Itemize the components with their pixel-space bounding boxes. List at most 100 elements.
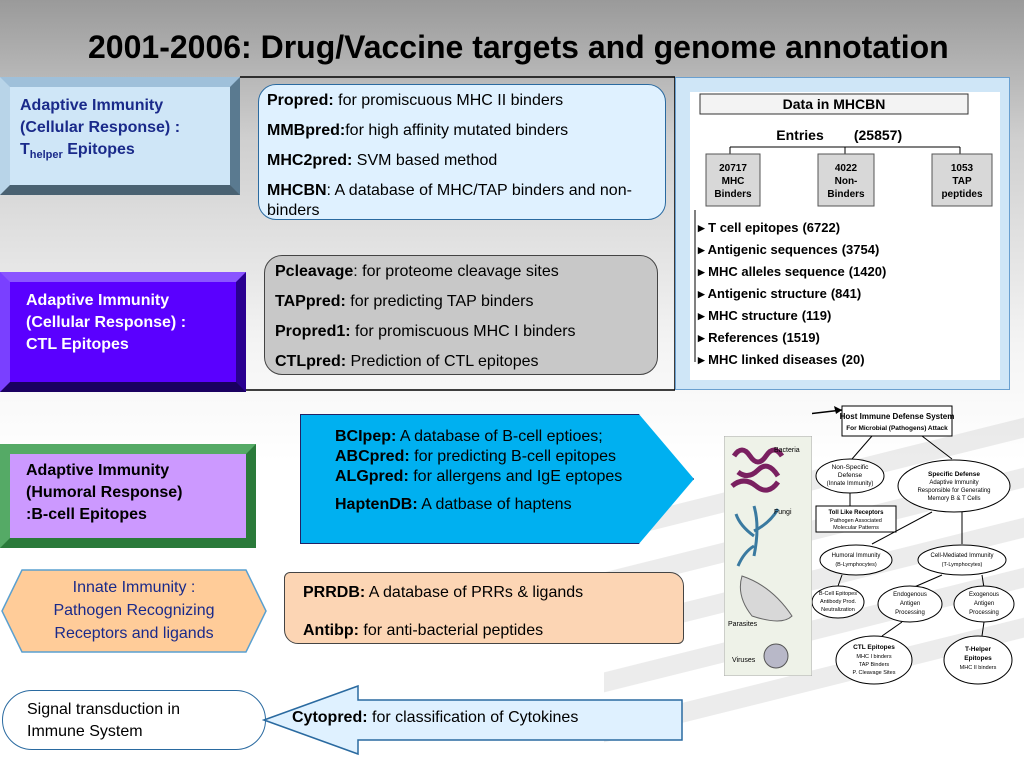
tool-desc: for promiscuous MHC I binders — [350, 323, 576, 340]
category-line: Immune System — [27, 723, 143, 740]
svg-text:▸ T cell epitopes(6722): ▸ T cell epitopes(6722) — [697, 220, 840, 235]
category-line: :B-cell Epitopes — [26, 506, 147, 523]
mhcbn-box-text: Binders — [714, 189, 752, 200]
mhcbn-header: Data in MHCBN — [783, 96, 886, 112]
mhcbn-box-text: Non- — [835, 176, 858, 187]
flow-text: Toll Like Receptors — [829, 510, 885, 516]
category-line: (Humoral Response) — [26, 484, 183, 501]
flow-text: CTL Epitopes — [853, 644, 895, 651]
flow-text: Endogenous — [893, 592, 927, 598]
mhcbn-box-text: peptides — [941, 189, 983, 200]
tool-desc: : for proteome cleavage sites — [353, 263, 559, 280]
flow-text: Responsible for Generating — [917, 488, 990, 494]
flow-text: Specific Defense — [928, 471, 980, 478]
list-arrow: ▸ — [697, 220, 708, 235]
category-line: CTL Epitopes — [26, 336, 129, 353]
category-line: Signal transduction in — [27, 701, 180, 718]
tool-name: HaptenDB: — [335, 496, 418, 513]
tool-desc: for anti-bacterial peptides — [358, 622, 544, 639]
bacteria-icon — [730, 447, 785, 493]
mhcbn-entries-label: Entries — [776, 127, 824, 143]
mhcbn-list-count: (20) — [841, 352, 864, 367]
flow-text: Neutralization — [821, 607, 855, 613]
svg-text:▸ References(1519): ▸ References (1519) — [697, 330, 820, 345]
category-thelper: Adaptive Immunity (Cellular Response) : … — [0, 77, 240, 195]
flow-text: Molecular Patterns — [833, 525, 879, 531]
mhcbn-list-count: (3754) — [842, 242, 880, 257]
list-arrow: ▸ — [697, 330, 708, 345]
list-arrow: ▸ — [697, 308, 708, 323]
mhcbn-list-label: MHC linked diseases — [708, 352, 837, 367]
mhcbn-list-count: (1519) — [782, 330, 820, 345]
pathogen-label: Parasites — [728, 621, 758, 628]
tool-desc: for predicting TAP binders — [345, 293, 534, 310]
tool-name: CTLpred: — [275, 353, 347, 370]
mhcbn-list-label: Antigenic sequences — [708, 242, 838, 257]
mhcbn-list-count: (119) — [802, 308, 832, 323]
svg-text:▸ MHC alleles sequence(1420): ▸ MHC alleles sequence(1420) — [697, 264, 886, 279]
mhcbn-box-text: 4022 — [835, 163, 858, 174]
category-innate: Innate Immunity : Pathogen Recognizing R… — [10, 576, 258, 648]
flow-text: Non-Specific — [832, 464, 870, 471]
flow-text: B-Cell Epitopes — [819, 591, 857, 597]
mhcbn-box-text: MHC — [722, 176, 745, 187]
pathogen-label: Fungi — [774, 509, 792, 516]
svg-text:▸ Antigenic structure(841): ▸ Antigenic structure(841) — [697, 286, 861, 301]
mhcbn-list-count: (6722) — [802, 220, 840, 235]
flow-text: Exogenous — [969, 592, 999, 598]
tools-box-thelper: Propred: for promiscuous MHC II binders … — [258, 84, 666, 220]
mhcbn-list-count: (1420) — [849, 264, 887, 279]
category-line: T — [20, 141, 30, 158]
pathogen-label: Bacteria — [774, 447, 800, 454]
category-line: Epitopes — [62, 141, 135, 158]
tool-desc: for promiscuous MHC II binders — [333, 92, 564, 109]
tool-name: ABCpred: — [335, 448, 410, 465]
flow-text: Pathogen Associated — [830, 518, 882, 524]
tool-desc: SVM based method — [352, 152, 498, 169]
tool-name: MHC2pred: — [267, 152, 353, 169]
flow-text: Antigen — [900, 601, 920, 607]
flow-text: (Innate Immunity) — [827, 481, 874, 487]
flow-text: Adaptive Immunity — [929, 480, 978, 486]
list-arrow: ▸ — [697, 352, 708, 367]
flow-text: Cell-Mediated Immunity — [930, 553, 993, 559]
page-title: 2001-2006: Drug/Vaccine targets and geno… — [88, 29, 949, 65]
list-arrow: ▸ — [697, 286, 708, 301]
svg-text:▸ Antigenic sequences(3754): ▸ Antigenic sequences(3754) — [697, 242, 879, 257]
flow-text: MHC I binders — [856, 654, 891, 660]
tools-box-bcell: BCIpep: A database of B-cell eptioes; AB… — [300, 414, 694, 544]
category-line: (Cellular Response) : — [26, 314, 187, 331]
mhcbn-box-text: 1053 — [951, 163, 974, 174]
tool-desc: Prediction of CTL epitopes — [346, 353, 539, 370]
tool-name: Pcleavage — [275, 263, 354, 280]
flow-top-title: Host Immune Defense System — [840, 412, 955, 421]
mhcbn-list: ▸ T cell epitopes(6722) ▸ Antigenic sequ… — [697, 220, 886, 367]
svg-text:▸ MHC structure(119): ▸ MHC structure(119) — [697, 308, 831, 323]
flow-text: T-Helper — [965, 646, 991, 653]
flow-text: (B-Lymphocytes) — [835, 562, 877, 568]
pathogen-illustration: Bacteria Fungi Parasites Viruses — [724, 436, 812, 676]
category-line: Innate Immunity : — [72, 579, 196, 596]
mhcbn-list-label: References — [708, 330, 778, 345]
category-line: (Cellular Response) : — [20, 119, 181, 136]
mhcbn-box-text: Binders — [827, 189, 865, 200]
tool-name: Propred: — [267, 92, 334, 109]
tool-desc: for classification of Cytokines — [367, 709, 579, 726]
category-line: Receptors and ligands — [54, 625, 214, 642]
tool-desc: : A database of MHC/TAP binders and non-… — [267, 182, 632, 219]
tools-box-innate: PRRDB: A database of PRRs & ligands Anti… — [284, 572, 684, 644]
mhcbn-entries-count: (25857) — [854, 127, 902, 143]
tool-line: ABCpred: for predicting B-cell epitopes — [335, 447, 659, 467]
tool-name: Propred1: — [275, 323, 351, 340]
category-line: Pathogen Recognizing — [53, 602, 215, 619]
tool-desc: A datbase of haptens — [417, 496, 572, 513]
tools-box-ctl: Pcleavage: for proteome cleavage sites T… — [264, 255, 658, 375]
flow-text: Humoral Immunity — [832, 553, 881, 559]
category-subscript: helper — [29, 149, 63, 162]
tool-name: MHCBN — [267, 182, 327, 199]
mhcbn-box-text: TAP — [952, 176, 972, 187]
tool-name: Cytopred: — [292, 709, 368, 726]
tool-name: Antibp: — [303, 622, 359, 639]
tool-desc: for high affinity mutated binders — [345, 122, 569, 139]
flow-text: MHC II binders — [960, 665, 997, 671]
